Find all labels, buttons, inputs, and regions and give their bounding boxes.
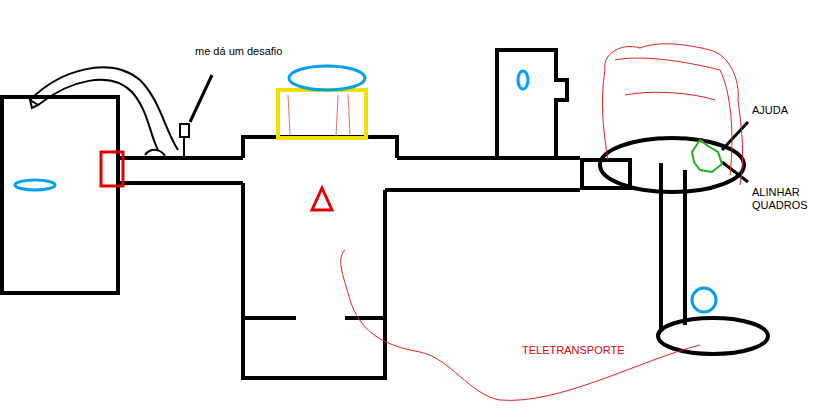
creature <box>30 67 194 157</box>
portal <box>518 71 528 89</box>
leader-line <box>722 122 748 150</box>
leader-line <box>722 162 748 182</box>
green-object <box>692 140 722 172</box>
annotation-label: ALINHAR QUADROS <box>752 186 818 212</box>
red-door <box>101 152 123 186</box>
portal <box>289 66 365 90</box>
left-room <box>2 97 118 293</box>
yellow-zone <box>278 90 366 138</box>
portal <box>15 180 55 190</box>
annotation-label: TELETRANSPORTE <box>520 344 627 357</box>
right-room <box>497 50 567 158</box>
teleport-path <box>341 250 700 400</box>
leader-line <box>190 75 212 122</box>
triangle-marker <box>312 188 332 210</box>
portal <box>692 288 716 312</box>
annotation-label: me dá um desafio <box>195 45 282 58</box>
walls <box>2 50 768 378</box>
annotation-label: AJUDA <box>752 104 788 117</box>
red-scribble <box>602 44 742 185</box>
